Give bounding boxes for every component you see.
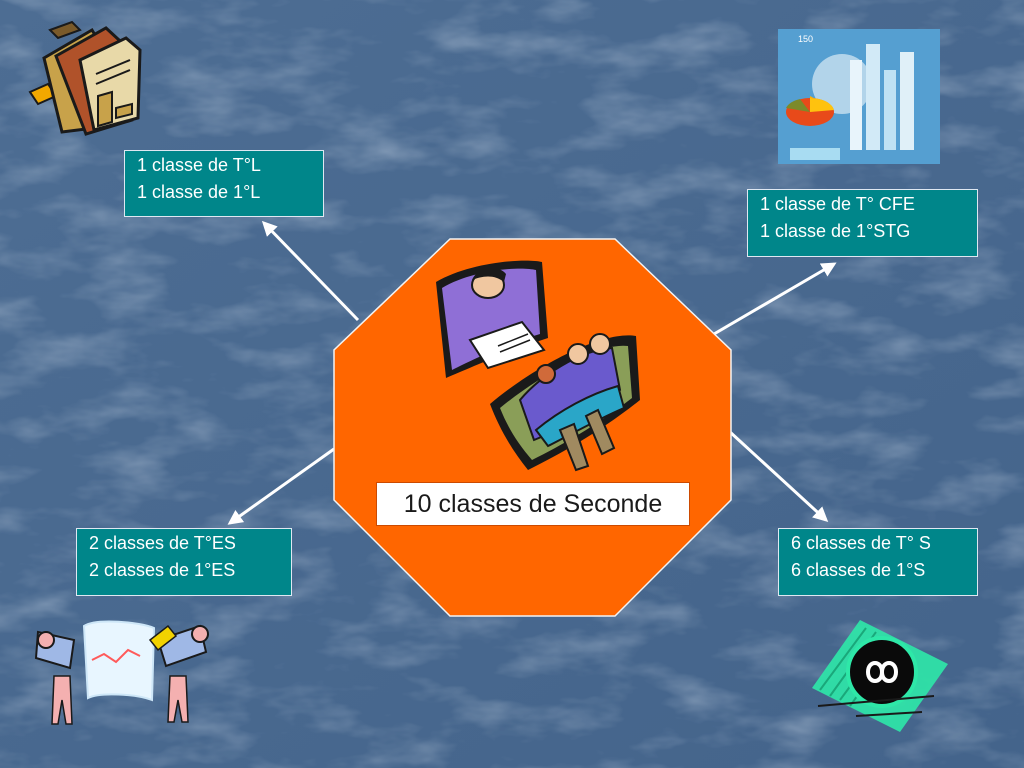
box-bottom-left-line-2: 2 classes de 1°ES [89,560,236,580]
box-bottom-right-line-2: 6 classes de 1°S [791,560,926,580]
box-bottom-right-line-1: 6 classes de T° S [791,533,931,553]
books-icon [28,20,142,136]
arrow-to-top-left [261,220,360,322]
box-top-right-line-2: 1 classe de 1°STG [760,221,911,241]
box-bottom-left-line-1: 2 classes de T°ES [89,533,236,553]
box-bottom-right: 6 classes de T° S 6 classes de 1°S [778,528,978,596]
arrow-to-top-right [713,262,837,336]
box-bottom-left: 2 classes de T°ES 2 classes de 1°ES [76,528,292,596]
box-top-left-line-1: 1 classe de T°L [137,155,261,175]
infinity-icon [812,620,948,732]
arrow-to-bottom-right [728,430,829,523]
statistics-chart-icon: 150 [778,29,940,164]
box-top-left: 1 classe de T°L 1 classe de 1°L [124,150,324,217]
svg-text:150: 150 [798,34,813,44]
box-top-left-line-2: 1 classe de 1°L [137,182,261,202]
economists-graph-icon [34,620,209,725]
center-label: 10 classes de Seconde [376,482,690,526]
box-top-right: 1 classe de T° CFE 1 classe de 1°STG [747,189,978,257]
arrow-to-bottom-left [227,447,335,525]
classroom-students-icon [436,260,640,472]
box-top-right-line-1: 1 classe de T° CFE [760,194,915,214]
